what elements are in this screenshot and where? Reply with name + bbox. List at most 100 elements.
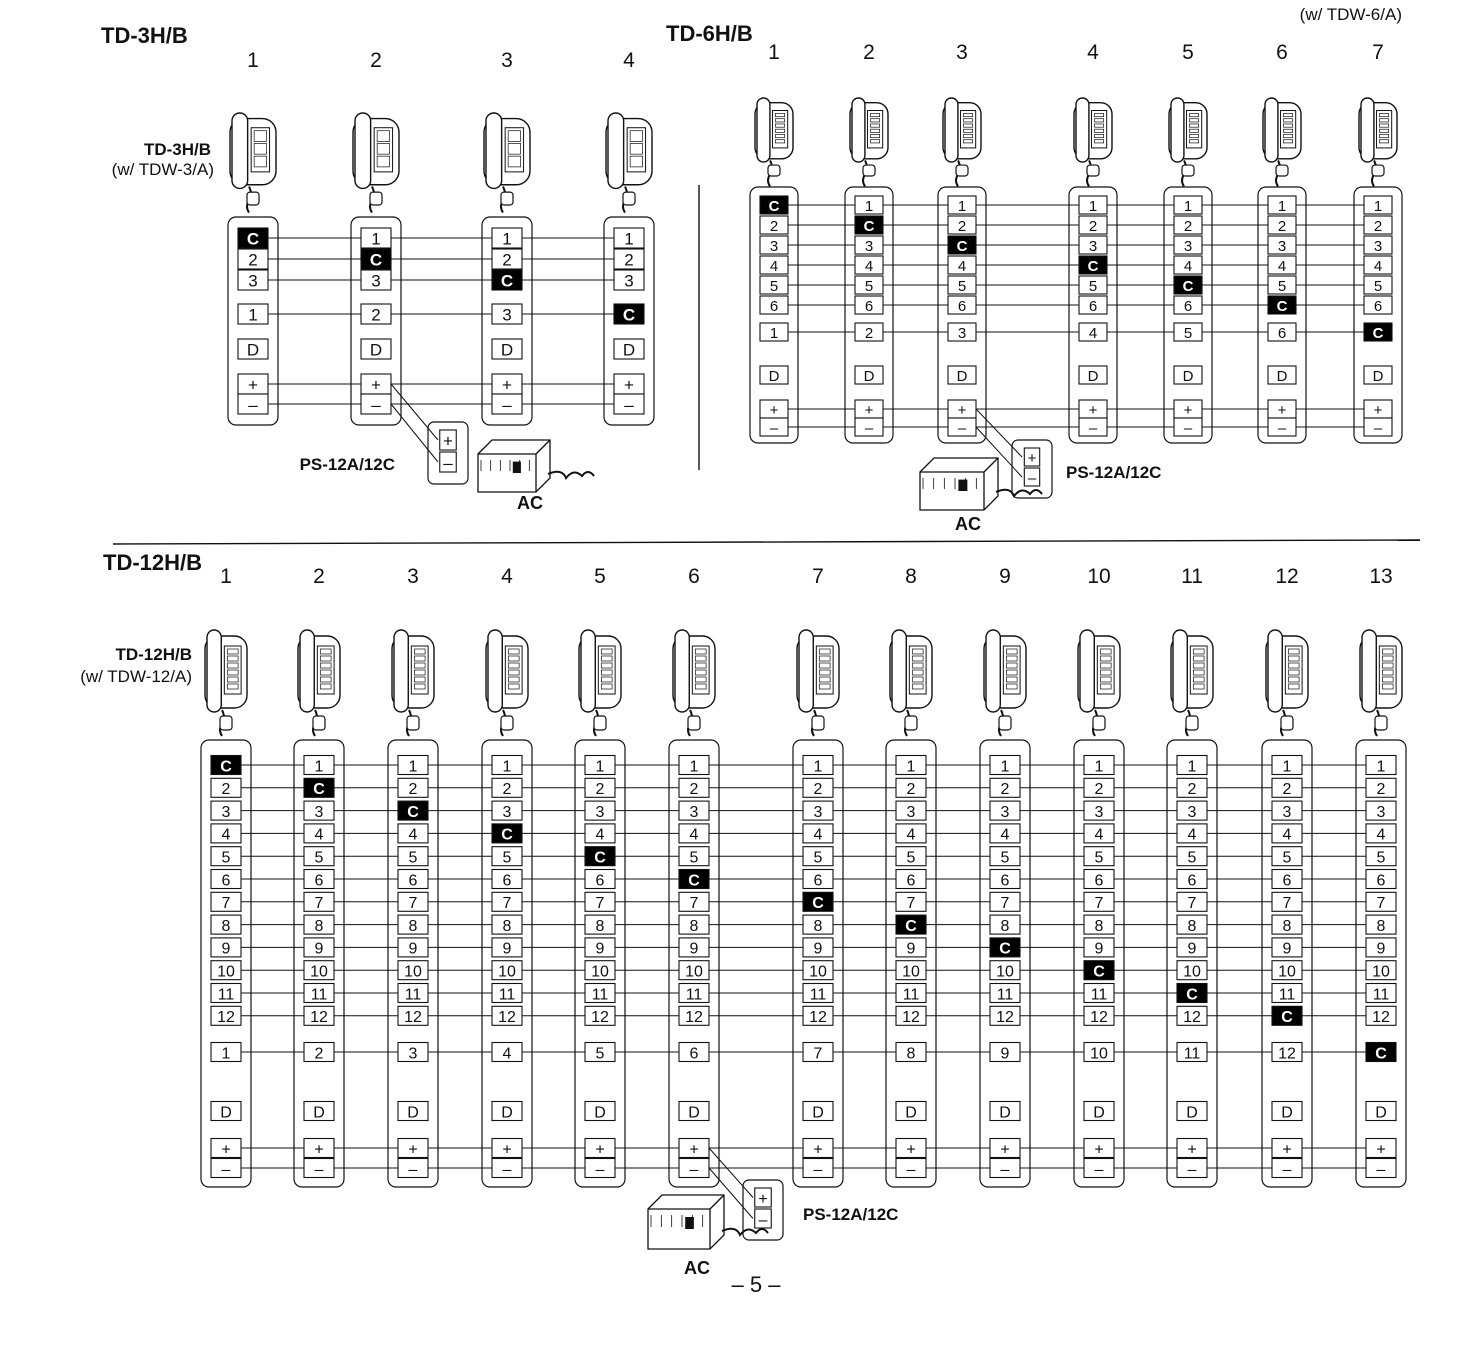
terminal: 5 [397, 846, 429, 866]
terminal-box [1173, 365, 1203, 385]
terminal-box [1083, 754, 1115, 776]
terminal-box [1267, 215, 1297, 235]
terminal-box [1365, 846, 1397, 867]
terminal-box [678, 937, 710, 958]
terminal-box [1023, 447, 1041, 467]
terminal-label: 6 [814, 872, 823, 889]
terminal-box [678, 960, 710, 981]
section-title: TD-12H/B [103, 550, 202, 575]
keypad-key [507, 648, 520, 655]
terminal-label: 3 [1188, 804, 1197, 821]
terminal-label: 9 [1095, 941, 1104, 958]
receiver [231, 112, 249, 190]
keypad-key [629, 143, 643, 155]
terminal-label: 3 [503, 804, 512, 821]
terminal: 10 [397, 960, 429, 980]
terminal-box [613, 303, 645, 325]
terminal: 2 [491, 777, 523, 798]
terminal-box [678, 891, 710, 912]
terminal: 11 [397, 982, 429, 1003]
terminal-box [210, 1005, 242, 1026]
keypad-key [963, 113, 974, 118]
terminal-label: – [1001, 1161, 1010, 1178]
terminal-label: 3 [814, 804, 823, 821]
terminal-box [1365, 1157, 1397, 1179]
terminal-label: – [865, 420, 874, 437]
cord-clip [219, 715, 233, 731]
terminal: 3 [1363, 235, 1393, 255]
terminal: 3 [397, 1041, 429, 1062]
cord-clip [246, 191, 260, 206]
terminal-common: C [584, 846, 616, 866]
terminal-label: 5 [222, 849, 231, 866]
terminal-label: 9 [596, 941, 605, 958]
terminal: 9 [303, 937, 335, 958]
terminal: 7 [1271, 891, 1303, 912]
terminal-label: 2 [1377, 781, 1386, 798]
terminal: D [303, 1100, 335, 1121]
terminal-label: 1 [1184, 198, 1192, 215]
terminal: 7 [1365, 891, 1397, 912]
terminal: + [802, 1137, 834, 1158]
terminal-box [947, 365, 977, 385]
terminal-common: C [1078, 255, 1108, 275]
station-model-label: TD-12H/B [115, 645, 192, 664]
terminal-box [210, 823, 242, 844]
keypad-key [1094, 139, 1105, 144]
terminal-box [1363, 275, 1393, 295]
terminal: + [491, 1137, 523, 1158]
terminal-box [1365, 1100, 1397, 1122]
terminal: 5 [1267, 275, 1297, 295]
terminal-label: 10 [217, 963, 235, 980]
terminal-label: + [1028, 450, 1037, 467]
terminal: – [1176, 1157, 1208, 1178]
keypad-key [376, 143, 390, 155]
terminal-label: 12 [1183, 1009, 1201, 1026]
terminal-label: D [501, 341, 513, 360]
terminal-box [397, 800, 429, 821]
keypad-key [694, 655, 707, 662]
terminal-box [1083, 937, 1115, 958]
station-number: 9 [999, 565, 1011, 588]
terminal: 3 [1267, 235, 1297, 255]
terminal: 3 [237, 269, 269, 291]
terminal: 8 [678, 914, 710, 935]
terminal: + [613, 373, 645, 395]
terminal-label: 2 [1278, 218, 1286, 235]
terminal: – [360, 393, 392, 415]
terminal: 3 [613, 269, 645, 291]
terminal: 9 [397, 937, 429, 958]
ac-cord [995, 488, 1043, 498]
keypad-key [226, 655, 239, 662]
station-number: 6 [688, 565, 700, 588]
terminal-box [989, 982, 1021, 1004]
terminal: 1 [947, 195, 977, 215]
terminal-label: 2 [596, 781, 605, 798]
terminal-label: D [1277, 368, 1288, 385]
keypad-key [600, 669, 613, 676]
terminal-box [303, 754, 335, 776]
terminal-box [237, 227, 269, 249]
terminal-label: + [1187, 1141, 1196, 1158]
terminal-box [759, 255, 789, 275]
terminal-label: 4 [409, 827, 418, 844]
terminal-box [584, 982, 616, 1004]
psu-terminal-panel [1011, 439, 1053, 499]
keypad-key [1287, 669, 1300, 676]
keypad-key [1189, 134, 1200, 139]
terminal-box [989, 1100, 1021, 1122]
terminal-box [360, 248, 392, 270]
terminal-label: 9 [1188, 941, 1197, 958]
terminal: 8 [397, 914, 429, 935]
terminal-label: 9 [690, 941, 699, 958]
terminal: 7 [1083, 891, 1115, 912]
power-supply-box-icon [647, 1194, 769, 1250]
terminal: – [947, 417, 977, 437]
terminal: 1 [1267, 195, 1297, 215]
terminal-label: + [1374, 402, 1383, 419]
terminal-box [1271, 1041, 1303, 1063]
terminal-box [360, 338, 392, 360]
terminal-box [1173, 255, 1203, 275]
terminal: 6 [895, 868, 927, 889]
station-adapter-label: (w/ TDW-12/A) [80, 667, 192, 686]
